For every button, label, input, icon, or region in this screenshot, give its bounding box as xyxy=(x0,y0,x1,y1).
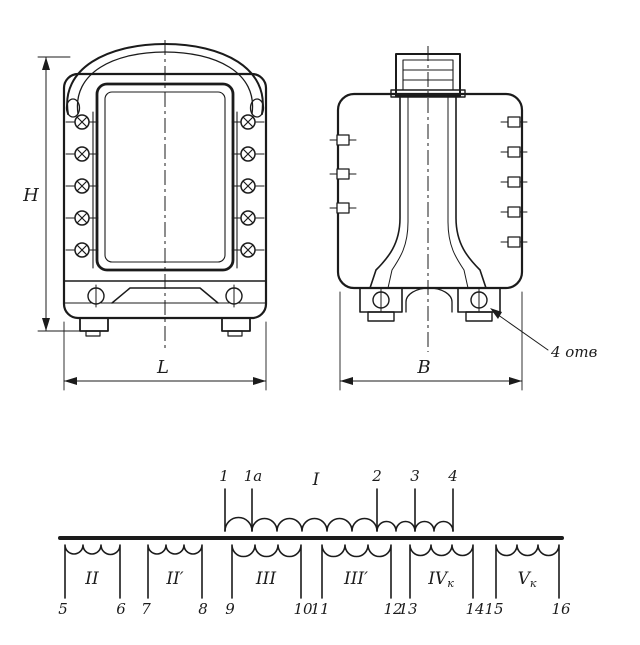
arrowhead xyxy=(253,377,266,385)
winding-label: Vк xyxy=(518,569,537,590)
winding-coil xyxy=(231,544,302,599)
primary-label: I xyxy=(312,470,320,490)
dim-L-label: L xyxy=(156,357,169,378)
mounting-feet-side xyxy=(359,287,501,322)
winding-Vk: Vк 15 16 xyxy=(484,544,571,618)
dimension-L: L xyxy=(63,321,267,391)
winding-IVk: IVк 13 14 xyxy=(398,544,485,618)
coil-window-inner xyxy=(104,91,226,263)
winding-coil xyxy=(64,544,121,599)
mounting-feet-front xyxy=(79,317,251,337)
dimension-H: H xyxy=(22,56,83,332)
terminal-number: 11 xyxy=(310,600,329,618)
strap-eyelet-left xyxy=(65,98,81,118)
bobbin-profile xyxy=(369,95,487,289)
terminal-number: 3 xyxy=(410,467,420,485)
arrowhead xyxy=(509,377,522,385)
pin-icon xyxy=(329,134,357,146)
strap-eyelet-right xyxy=(249,98,265,118)
flange-trapezoid xyxy=(111,287,219,304)
front-view: H L xyxy=(22,40,268,391)
winding-II-prime: II′ 7 8 xyxy=(141,544,208,618)
terminal-number: 16 xyxy=(551,600,571,618)
terminal-pins-left xyxy=(329,134,357,214)
winding-label: III′ xyxy=(343,569,368,589)
terminal-number: 2 xyxy=(371,467,382,485)
front-body-outline xyxy=(62,72,268,320)
side-body-outline xyxy=(336,92,524,290)
arrowhead xyxy=(490,308,502,319)
holes-callout: 4 отв xyxy=(490,308,598,361)
side-view: B 4 отв xyxy=(329,46,598,391)
winding-coil xyxy=(409,544,474,599)
terminal-number: 1 xyxy=(219,467,229,485)
winding-label: IVк xyxy=(427,569,454,590)
dim-H-label: H xyxy=(22,185,39,206)
terminal-number: 14 xyxy=(465,600,484,618)
winding-coil xyxy=(495,544,560,599)
winding-III-prime: III′ 11 12 xyxy=(310,544,403,618)
terminal-number: 7 xyxy=(141,600,151,618)
arrowhead xyxy=(42,57,50,70)
holes-note-label: 4 отв xyxy=(550,343,598,361)
winding-label: III xyxy=(255,569,276,589)
primary-winding: 1 1а 2 3 4 I xyxy=(219,467,458,532)
terminal-number: 12 xyxy=(383,600,402,618)
winding-coil xyxy=(321,544,392,599)
winding-coil xyxy=(147,544,203,599)
bottom-flange xyxy=(63,280,267,308)
terminal-number: 10 xyxy=(293,600,313,618)
foot-arch xyxy=(405,287,453,313)
terminal-number: 5 xyxy=(58,600,68,618)
mounting-strap xyxy=(65,43,265,118)
terminal-number: 9 xyxy=(225,600,235,618)
dim-B-label: B xyxy=(416,357,430,378)
arrowhead xyxy=(340,377,353,385)
primary-leads xyxy=(224,488,454,532)
arrowhead xyxy=(42,318,50,331)
pin-icon xyxy=(329,202,357,214)
terminal-number: 1а xyxy=(244,467,263,485)
arrowhead xyxy=(64,377,77,385)
terminal-number: 15 xyxy=(484,600,503,618)
winding-schematic: 1 1а 2 3 4 I II 5 6 II′ 7 8 III 9 10 xyxy=(58,467,571,618)
winding-label: II xyxy=(84,569,99,589)
primary-coil xyxy=(224,516,454,532)
terminal-number: 4 xyxy=(447,467,458,485)
terminal-number: 6 xyxy=(116,600,126,618)
terminal-number: 13 xyxy=(398,600,417,618)
winding-II: II 5 6 xyxy=(58,544,126,618)
winding-III: III 9 10 xyxy=(225,544,313,618)
terminal-number: 8 xyxy=(198,600,208,618)
winding-label: II′ xyxy=(165,569,183,589)
dimension-B: B xyxy=(339,291,523,391)
coil-window-outer xyxy=(95,82,235,272)
pin-icon xyxy=(329,168,357,180)
